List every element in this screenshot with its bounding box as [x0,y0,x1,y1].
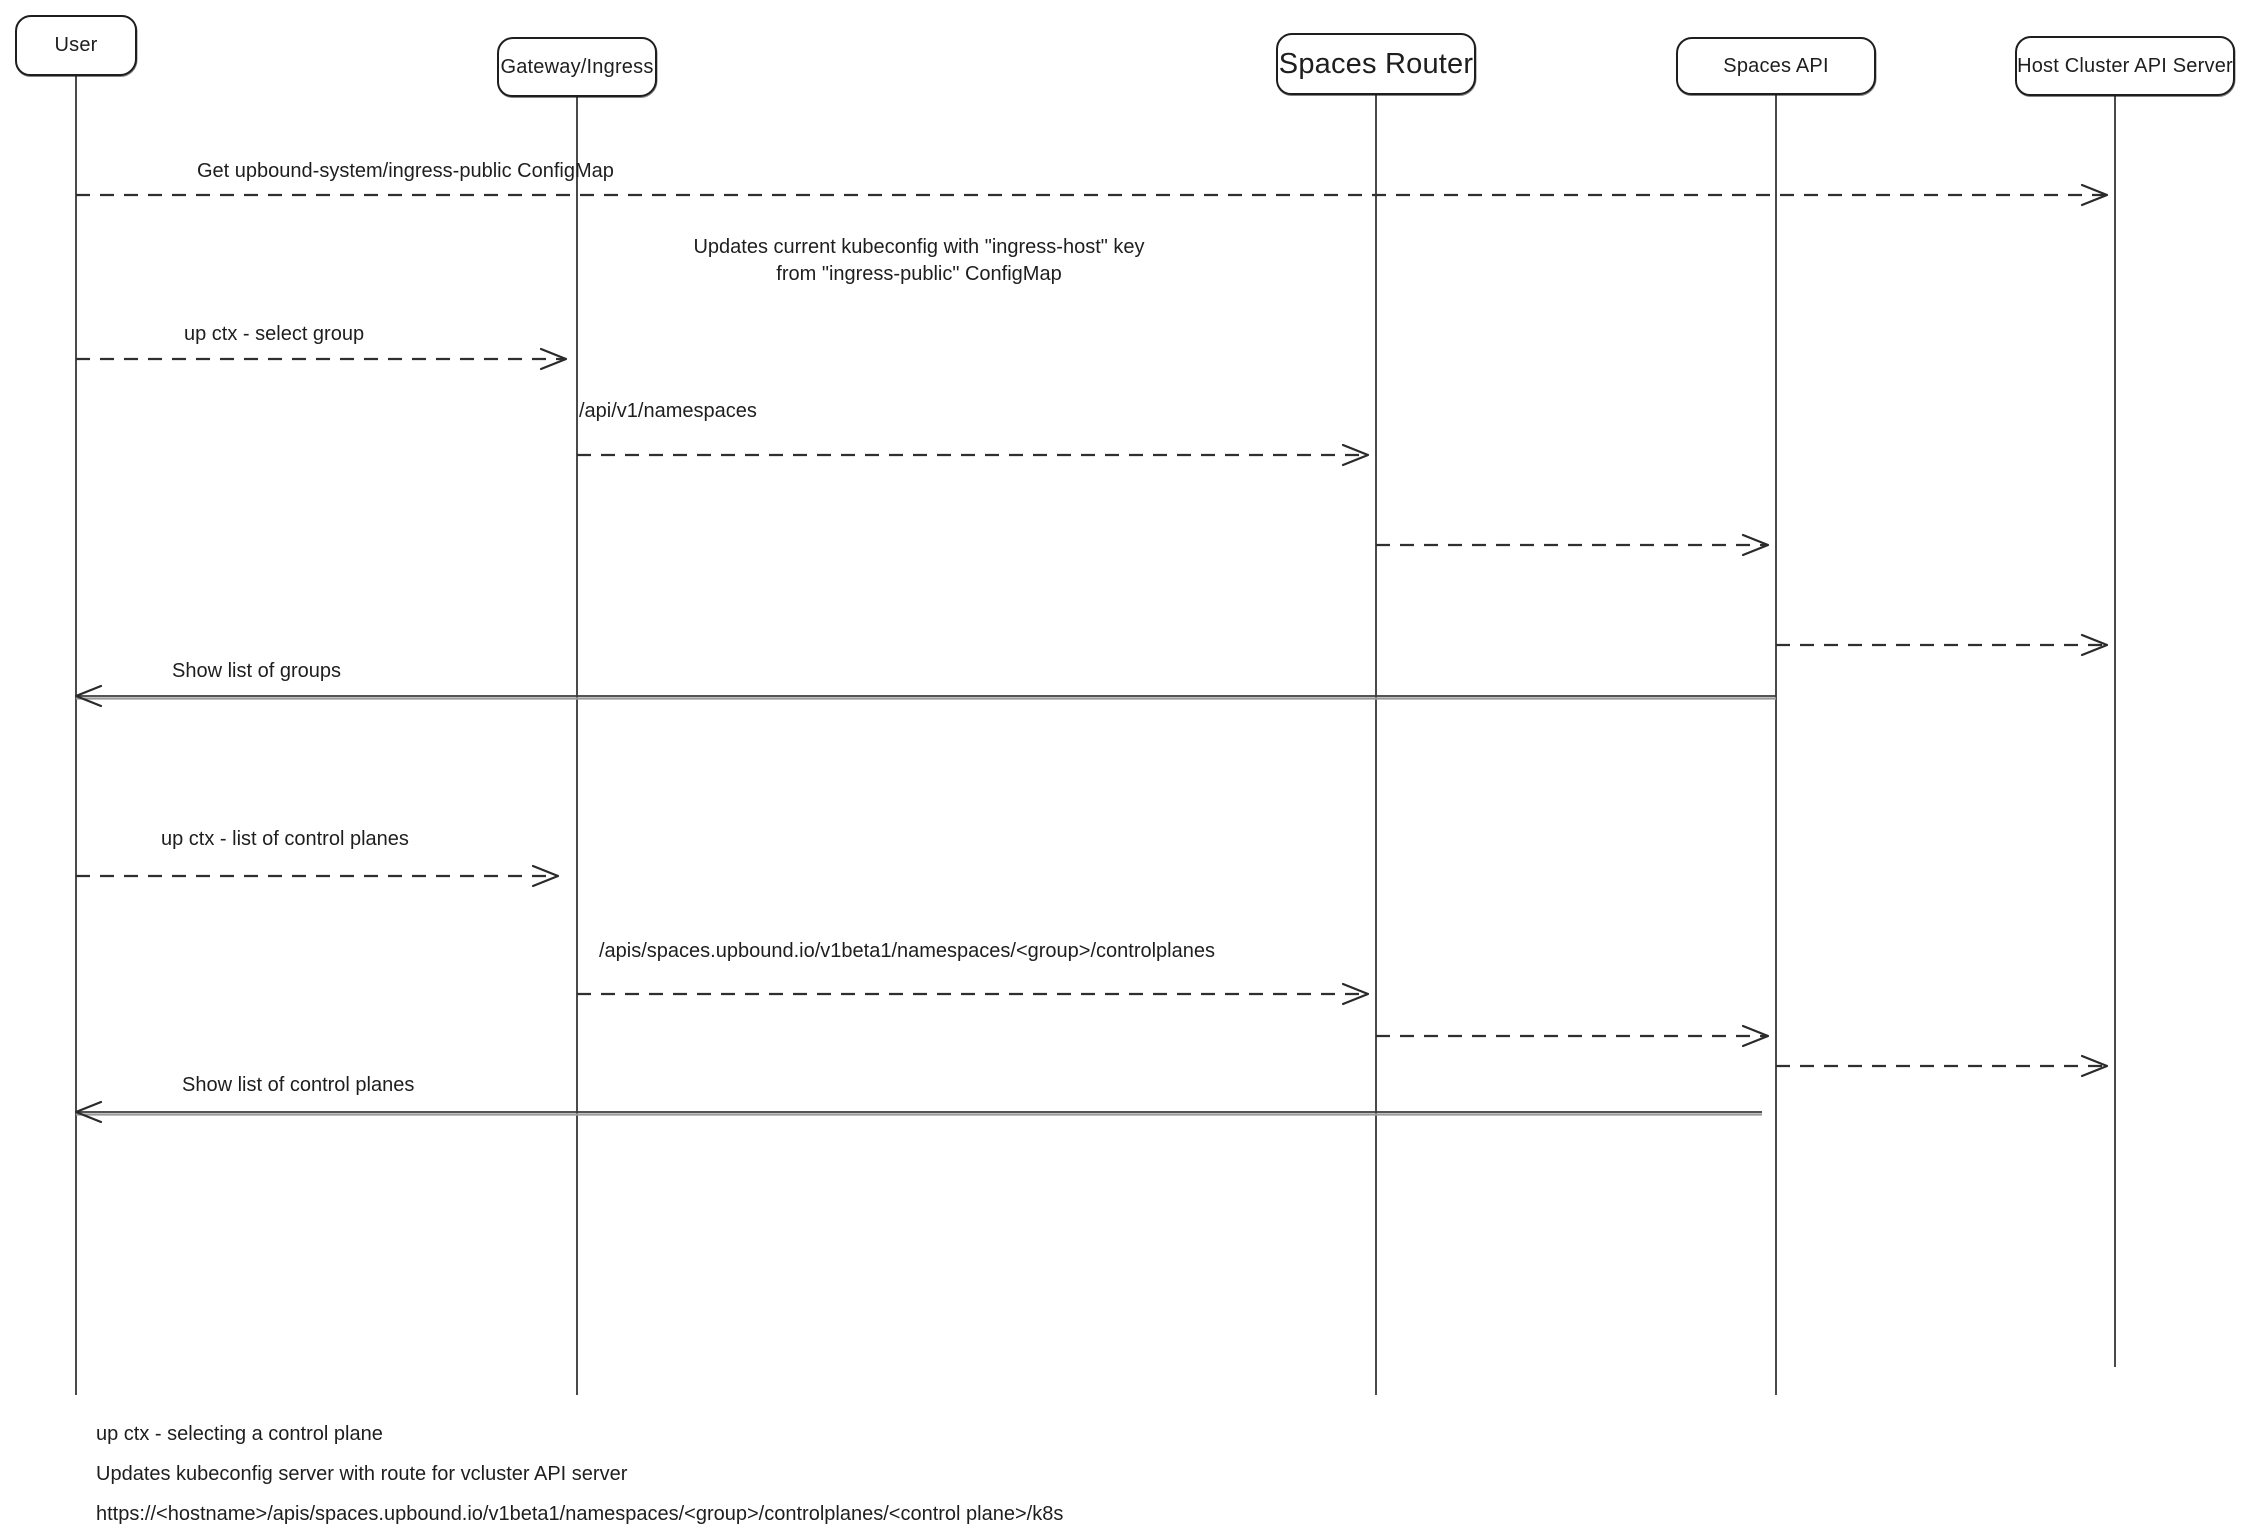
arrow-head-apis-spaces-controlplanes [1341,982,1370,1006]
actor-label-spaces-router: Spaces Router [1278,47,1474,80]
kubeconfig-update-note-line-1: Updates current kubeconfig with "ingress… [693,236,1145,258]
arrow-head-api-to-host-controlplanes [2080,1054,2109,1078]
actor-box-host-cluster-api-server: Host Cluster API Server [2015,36,2235,96]
actor-label-user: User [54,34,98,56]
kubeconfig-update-note-line-2: from "ingress-public" ConfigMap [776,263,1062,285]
actor-label-host-cluster-api-server: Host Cluster API Server [2017,54,2233,77]
actor-box-spaces-api: Spaces API [1676,37,1876,95]
actor-label-gateway-ingress: Gateway/Ingress [500,55,654,78]
actor-label-spaces-api: Spaces API [1723,54,1829,77]
message-label-up-ctx-list-of-control-planes: up ctx - list of control planes [161,828,409,850]
message-label-show-list-of-groups: Show list of groups [172,660,341,682]
actor-box-gateway-ingress: Gateway/Ingress [497,37,657,97]
arrow-head-api-v1-namespaces [1341,443,1370,467]
message-label-apis-spaces-controlplanes: /apis/spaces.upbound.io/v1beta1/namespac… [599,940,1215,962]
arrow-head-get-ingress-public-configmap [2080,183,2109,207]
actor-box-user: User [15,15,137,76]
arrow-head-api-to-host-groups [2080,633,2109,657]
arrow-head-up-ctx-list-of-control-planes [531,864,560,888]
footnote-3: https://<hostname>/apis/spaces.upbound.i… [96,1503,1064,1525]
message-label-api-v1-namespaces: /api/v1/namespaces [579,400,757,422]
message-label-show-list-of-control-planes: Show list of control planes [182,1074,415,1096]
message-label-up-ctx-select-group: up ctx - select group [184,323,365,345]
message-label-get-ingress-public-configmap: Get upbound-system/ingress-public Config… [197,160,614,182]
footnote-2: Updates kubeconfig server with route for… [96,1463,628,1485]
arrow-head-up-ctx-select-group [539,347,568,371]
footnote-1: up ctx - selecting a control plane [96,1423,383,1445]
arrow-head-show-list-of-control-planes [74,1100,103,1124]
arrow-head-router-to-api-groups [1741,533,1770,557]
arrow-head-show-list-of-groups [74,684,103,708]
kubeconfig-update-note: Updates current kubeconfig with "ingress… [693,234,1144,288]
arrow-head-router-to-api-controlplanes [1741,1024,1770,1048]
actor-box-spaces-router: Spaces Router [1276,33,1476,95]
